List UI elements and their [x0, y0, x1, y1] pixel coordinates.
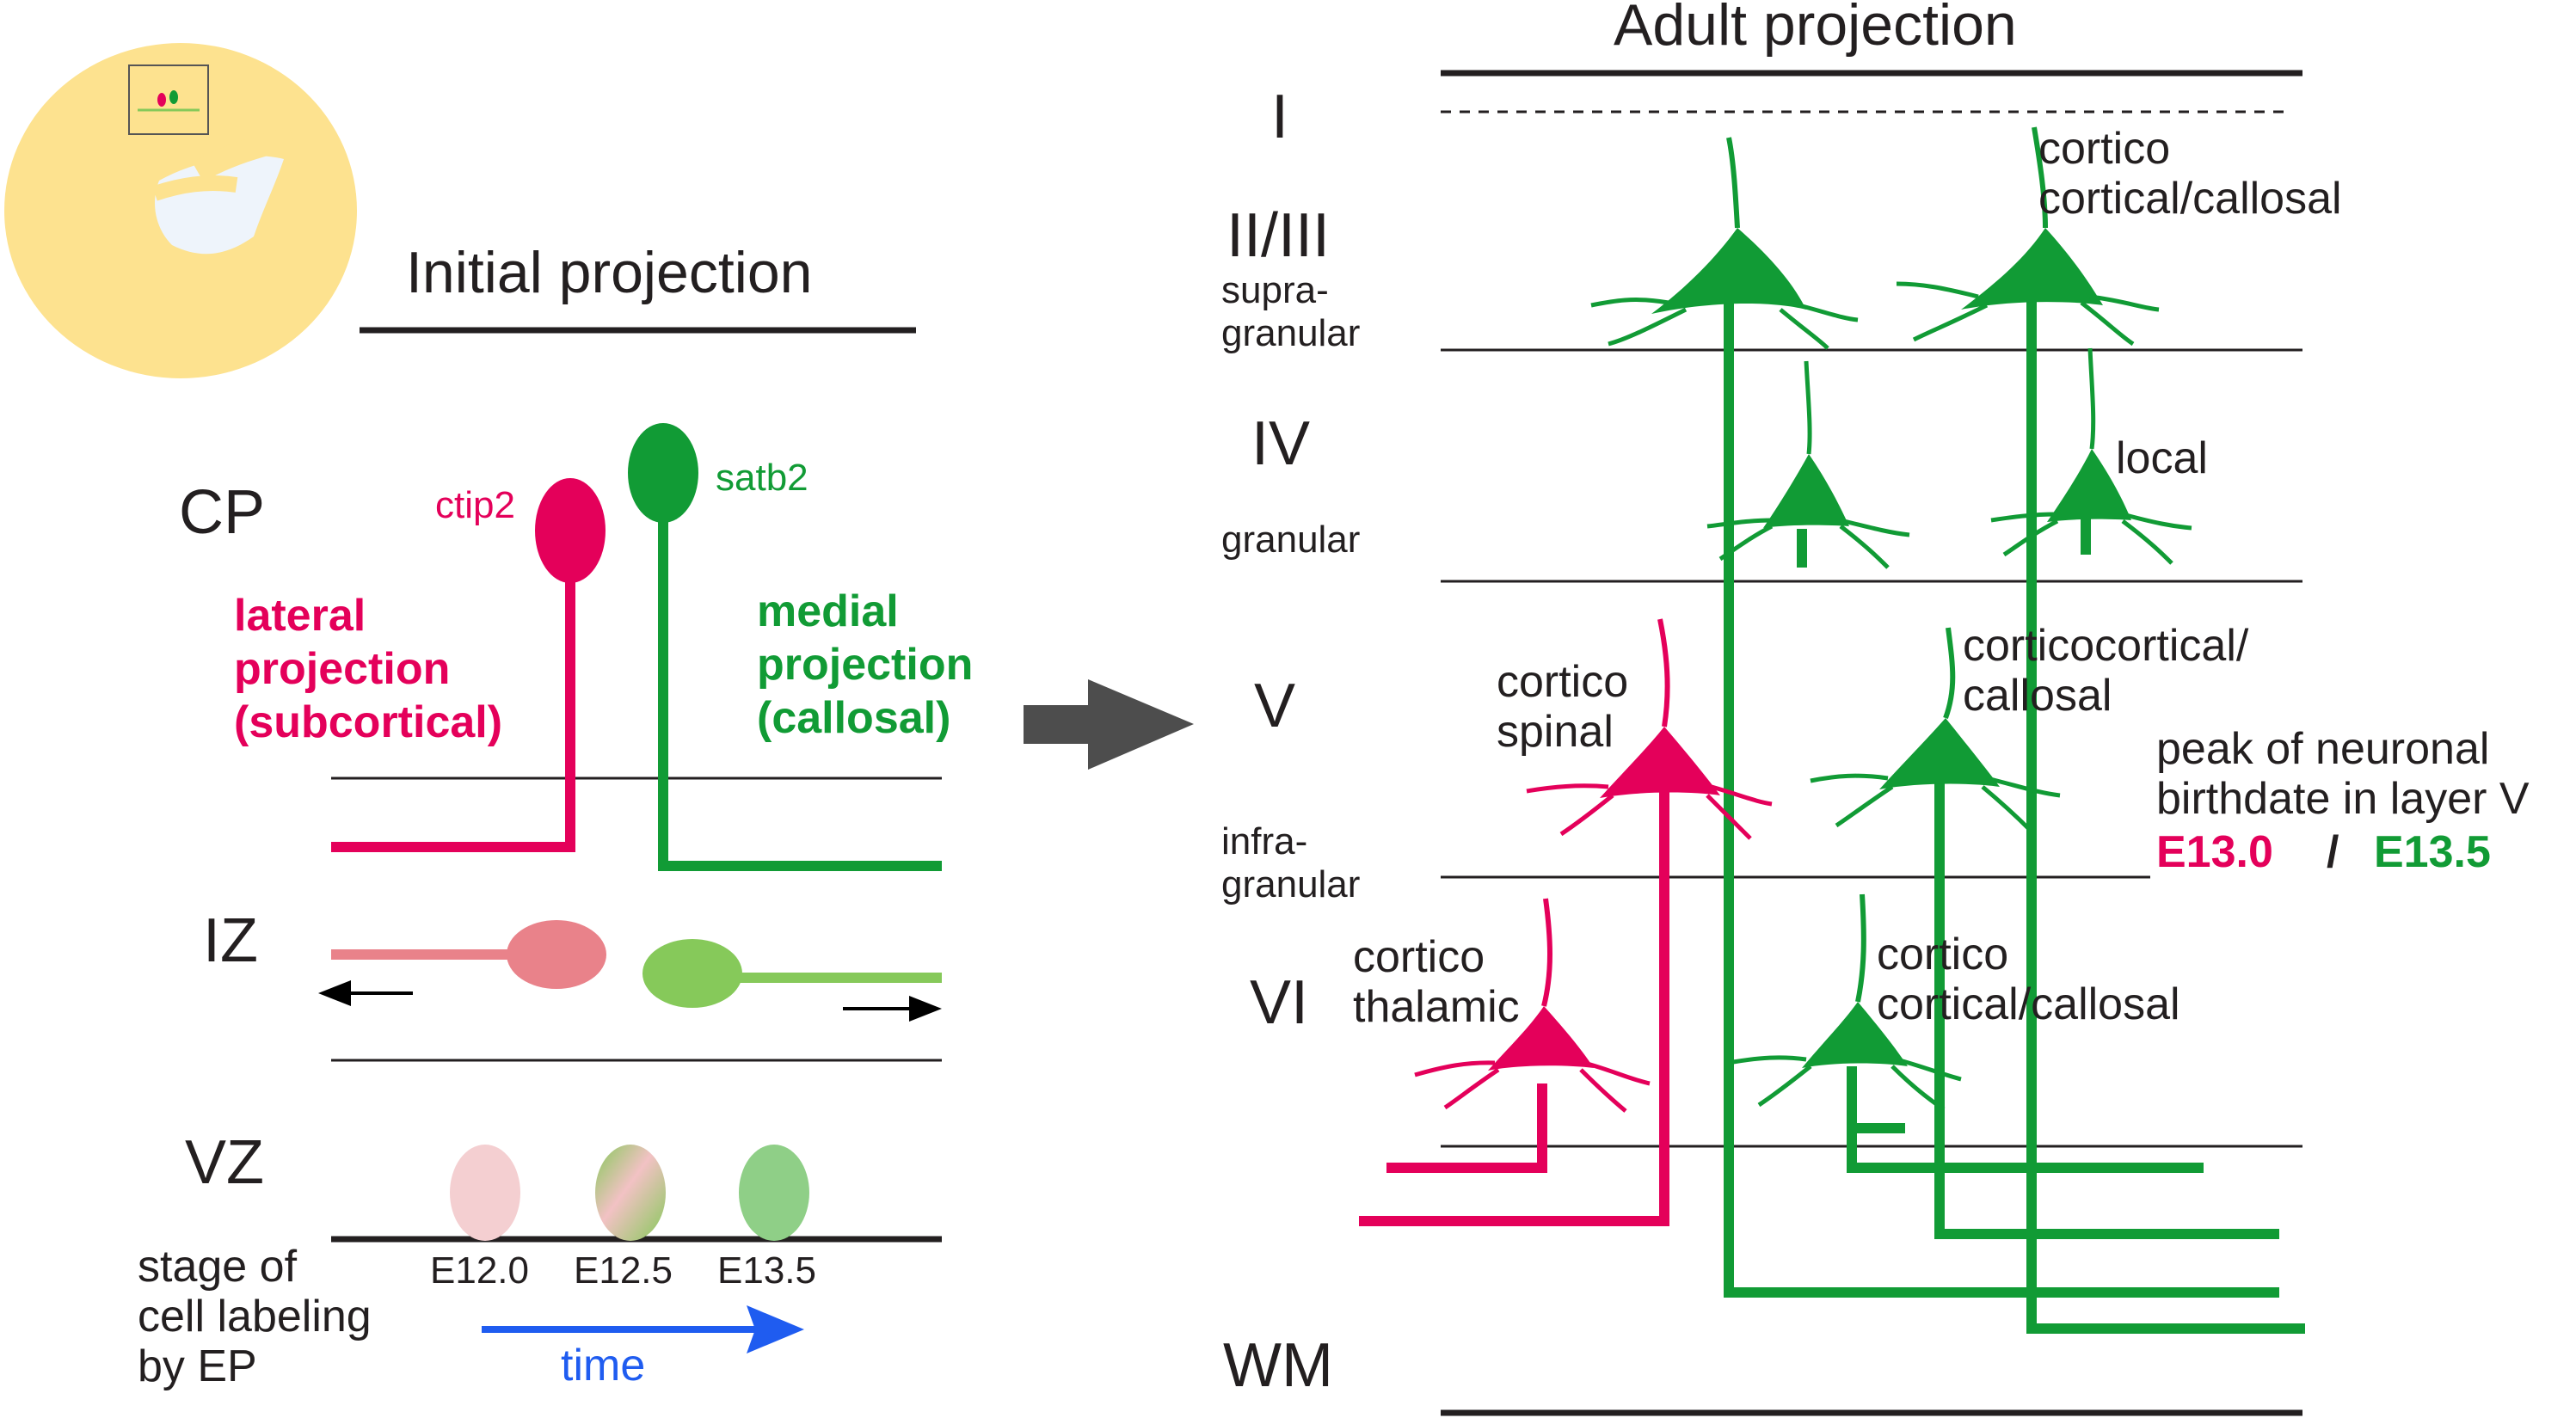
adult-projection-panel: Adult projection I II/III IV V VI WM sup…: [1221, 0, 2530, 1416]
medial-projection-label: medial projection (callosal): [757, 586, 973, 743]
satb2-label: satb2: [716, 457, 808, 499]
initial-projection-title: Initial projection: [406, 240, 812, 305]
iz-green-cell: [642, 939, 742, 1008]
stage-label-e12-0: E12.0: [430, 1249, 529, 1292]
peak-separator: /: [2327, 827, 2339, 877]
iz-red-cell: [507, 920, 606, 989]
zone-label-iz: IZ: [203, 906, 258, 975]
annot-cc-top-2: cortical/callosal: [2038, 174, 2342, 224]
initial-projection-panel: Initial projection CP IZ VZ ctip2 satb2 …: [138, 240, 973, 1391]
ctip2-neuron-soma: [535, 478, 606, 583]
peak-e13-5: E13.5: [2374, 827, 2491, 877]
annot-cc-v-2: callosal: [1963, 671, 2112, 721]
annot-cortico-spinal-1: cortico: [1497, 657, 1628, 707]
sublabel-infra-1: infra-: [1221, 820, 1307, 862]
adult-projection-title: Adult projection: [1614, 0, 2017, 58]
medial-line-1: medial: [757, 586, 899, 636]
transition-arrow: [1024, 679, 1194, 770]
lateral-line-2: projection: [234, 644, 450, 694]
neuron-vi-cortico-thalamic: [1414, 898, 1651, 1113]
neuron-ii-iii-right: [1896, 126, 2160, 347]
neuron-iv-left: [1706, 360, 1910, 569]
magenta-axons: [1359, 791, 1669, 1226]
peak-line-2: birthdate in layer V: [2156, 774, 2530, 824]
medial-line-2: projection: [757, 640, 973, 690]
layer-label-iv: IV: [1251, 409, 1310, 478]
stage-label-e13-5: E13.5: [717, 1249, 816, 1292]
sublabel-granular: granular: [1221, 519, 1360, 561]
annot-cc-vi-2: cortical/callosal: [1877, 979, 2180, 1029]
lateral-direction-arrow: [318, 980, 413, 1006]
vz-cell-e13-5: [739, 1145, 809, 1241]
stage-caption-line-2: cell labeling: [138, 1292, 372, 1341]
layer-label-ii-iii: II/III: [1227, 201, 1330, 270]
stage-label-e12-5: E12.5: [574, 1249, 673, 1292]
sublabel-infra-2: granular: [1221, 863, 1360, 905]
layer-label-wm: WM: [1223, 1331, 1333, 1400]
satb2-neuron-soma: [628, 423, 698, 523]
sublabel-supra-2: granular: [1221, 312, 1360, 354]
zone-label-cp: CP: [179, 478, 265, 547]
satb2-axon: [658, 490, 942, 871]
neuron-v-green: [1810, 627, 2061, 832]
time-label: time: [561, 1341, 645, 1390]
time-arrow: [482, 1305, 804, 1354]
neuron-vi-green: [1732, 893, 1962, 1112]
peak-line-1: peak of neuronal: [2156, 724, 2489, 774]
annot-local: local: [2116, 433, 2208, 483]
layer-label-vi: VI: [1250, 968, 1308, 1037]
medial-direction-arrow: [843, 996, 942, 1022]
neuron-v-cortico-spinal: [1526, 618, 1773, 840]
brain-section-illustration: [4, 43, 357, 378]
neuron-iv-right: [1990, 347, 2192, 565]
stage-caption-line-1: stage of: [138, 1242, 298, 1292]
layer-label-v: V: [1254, 672, 1295, 740]
neuron-ii-iii-left: [1590, 137, 1859, 350]
ctip2-label: ctip2: [435, 484, 515, 526]
layer-label-i: I: [1271, 83, 1288, 151]
lateral-projection-label: lateral projection (subcortical): [234, 591, 502, 747]
medial-line-3: (callosal): [757, 693, 950, 743]
zone-label-vz: VZ: [185, 1128, 264, 1197]
lateral-line-3: (subcortical): [234, 697, 502, 747]
annot-cc-top-1: cortico: [2038, 124, 2170, 174]
sublabel-supra-1: supra-: [1221, 269, 1329, 311]
lateral-line-1: lateral: [234, 591, 366, 641]
annot-cc-v-1: corticocortical/: [1963, 621, 2249, 671]
peak-e13-0: E13.0: [2156, 827, 2273, 877]
annot-cortico-thalamic-2: thalamic: [1353, 982, 1520, 1032]
vz-cell-e12-5: [595, 1145, 666, 1241]
annot-cortico-thalamic-1: cortico: [1353, 932, 1485, 982]
green-axons: [1724, 258, 2305, 1334]
annot-cc-vi-1: cortico: [1877, 930, 2008, 979]
annot-cortico-spinal-2: spinal: [1497, 707, 1614, 757]
vz-cell-e12-0: [450, 1145, 520, 1241]
ctip2-axon: [331, 550, 575, 852]
stage-caption-line-3: by EP: [138, 1341, 257, 1391]
